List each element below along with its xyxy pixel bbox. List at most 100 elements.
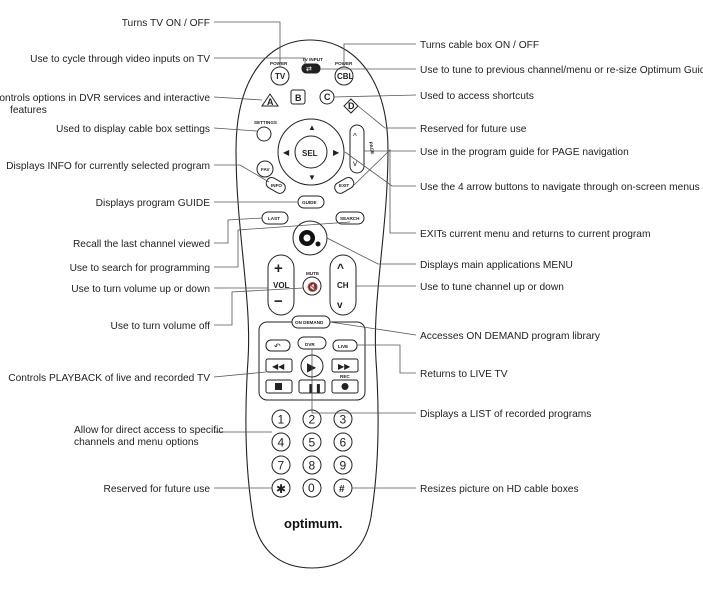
keypad-button-3[interactable] <box>333 409 353 429</box>
leader-line <box>329 321 417 336</box>
label-guide: Displays program GUIDE <box>96 198 211 209</box>
a-button[interactable] <box>261 93 279 107</box>
label-resize: Resizes picture on HD cable boxes <box>420 484 579 495</box>
on-demand-button-label: ON DEMAND <box>295 320 324 325</box>
d-button[interactable] <box>343 98 359 114</box>
dvr-button-label: DVR <box>305 342 315 347</box>
exit-button-label: EXIT <box>339 183 349 188</box>
label-info: Displays INFO for currently selected pro… <box>6 161 210 172</box>
leader-line <box>333 94 417 98</box>
label-cable-power: Turns cable box ON / OFF <box>420 40 539 51</box>
exit-button[interactable] <box>333 176 356 196</box>
leader-line <box>357 344 416 374</box>
keypad-button-label: 8 <box>309 459 316 473</box>
label-direct-access: Allow for direct access to specific <box>74 425 223 436</box>
mute-caption: MUTE <box>306 271 319 276</box>
keypad-button-6[interactable] <box>333 432 353 452</box>
replay-button[interactable] <box>265 339 291 352</box>
keypad-button-7[interactable] <box>271 455 291 475</box>
leader-line <box>214 21 281 67</box>
arrow-left-icon[interactable]: ◀ <box>283 148 290 157</box>
stop-icon <box>275 383 282 390</box>
label-last: Recall the last channel viewed <box>73 239 210 250</box>
hash-button-label: # <box>339 484 345 495</box>
settings-caption: SETTINGS <box>254 120 277 125</box>
zero-button[interactable] <box>302 478 322 498</box>
label-channel: Use to tune channel up or down <box>420 282 564 293</box>
fast-forward-button[interactable] <box>331 358 359 373</box>
leader-line <box>213 96 263 101</box>
cable-power-button-label: CBL <box>337 72 354 81</box>
leader-line <box>214 217 263 244</box>
label-exit: EXITs current menu and returns to curren… <box>420 229 650 240</box>
label-dvr-options-line2: features <box>10 105 47 116</box>
label-settings: Used to display cable box settings <box>56 124 210 135</box>
menu-logo-icon <box>303 234 311 242</box>
arrow-up-icon[interactable]: ▲ <box>308 123 316 132</box>
label-menu: Displays main applications MENU <box>420 260 573 271</box>
channel-rocker[interactable] <box>329 254 357 316</box>
pause-icon: ❚❚ <box>307 383 322 394</box>
b-button[interactable] <box>290 89 306 105</box>
tv-power-button-label: TV <box>275 72 286 81</box>
tv-input-caption: TV INPUT <box>302 57 323 62</box>
leader-line <box>343 43 416 67</box>
volume-up-icon: + <box>274 260 283 277</box>
rewind-button[interactable] <box>265 358 293 373</box>
label-reserved-left: Reserved for future use <box>104 484 211 495</box>
page-rocker[interactable] <box>349 124 365 174</box>
volume-rocker[interactable] <box>267 254 295 316</box>
label-shortcuts: Used to access shortcuts <box>420 91 534 102</box>
info-button-label: INFO <box>271 183 282 188</box>
channel-down-icon: v <box>337 300 343 311</box>
search-button[interactable] <box>335 211 365 225</box>
page-up-icon: ^ <box>353 132 357 141</box>
leader-line <box>214 57 306 64</box>
live-button-label: LIVE <box>338 344 348 349</box>
leader-line <box>344 151 416 187</box>
mute-button[interactable] <box>302 276 322 296</box>
zero-button-label: 0 <box>308 481 315 495</box>
leader-line <box>213 371 267 378</box>
label-playback: Controls PLAYBACK of live and recorded T… <box>8 373 210 384</box>
keypad-button-label: 9 <box>340 459 347 473</box>
keypad-button-4[interactable] <box>271 432 291 452</box>
label-search: Use to search for programming <box>70 263 211 274</box>
label-turns-tv: Turns TV ON / OFF <box>122 18 210 29</box>
arrow-down-icon[interactable]: ▼ <box>308 173 316 182</box>
keypad-button-1[interactable] <box>271 409 291 429</box>
record-icon <box>341 383 349 390</box>
arrow-right-icon[interactable]: ▶ <box>333 148 340 157</box>
keypad-button-9[interactable] <box>333 455 353 475</box>
leader-line <box>214 287 304 326</box>
settings-button[interactable] <box>256 126 272 142</box>
keypad-button-5[interactable] <box>302 432 322 452</box>
label-direct-access-line2: channels and menu options <box>74 437 199 448</box>
keypad-button-label: 4 <box>278 436 285 450</box>
keypad-button-8[interactable] <box>302 455 322 475</box>
label-tv-input-prev: Use to tune to previous channel/menu or … <box>420 65 703 76</box>
last-button-label: LAST <box>268 216 280 221</box>
a-button-label: A <box>267 97 274 107</box>
keypad-button-label: 2 <box>309 413 316 427</box>
brand-logo: optimum. <box>284 516 343 531</box>
sel-button[interactable] <box>294 135 328 169</box>
page-caption: PAGE <box>368 141 375 154</box>
rec-caption: REC <box>340 374 350 379</box>
leader-line <box>357 105 416 129</box>
c-button-label: C <box>324 92 331 102</box>
sel-button-label: SEL <box>302 149 318 158</box>
label-page: Use in the program guide for PAGE naviga… <box>420 147 629 158</box>
search-button-label: SEARCH <box>340 216 360 221</box>
mute-icon: 🔇 <box>307 281 318 292</box>
tv-input-button[interactable] <box>301 63 321 74</box>
label-on-demand: Accesses ON DEMAND program library <box>420 331 601 342</box>
fav-button[interactable] <box>256 160 274 178</box>
vol-label: VOL <box>273 281 290 290</box>
leader-line <box>311 349 416 414</box>
menu-logo-dot-icon <box>315 241 321 247</box>
volume-down-icon: − <box>274 293 283 310</box>
live-button[interactable] <box>332 339 358 352</box>
